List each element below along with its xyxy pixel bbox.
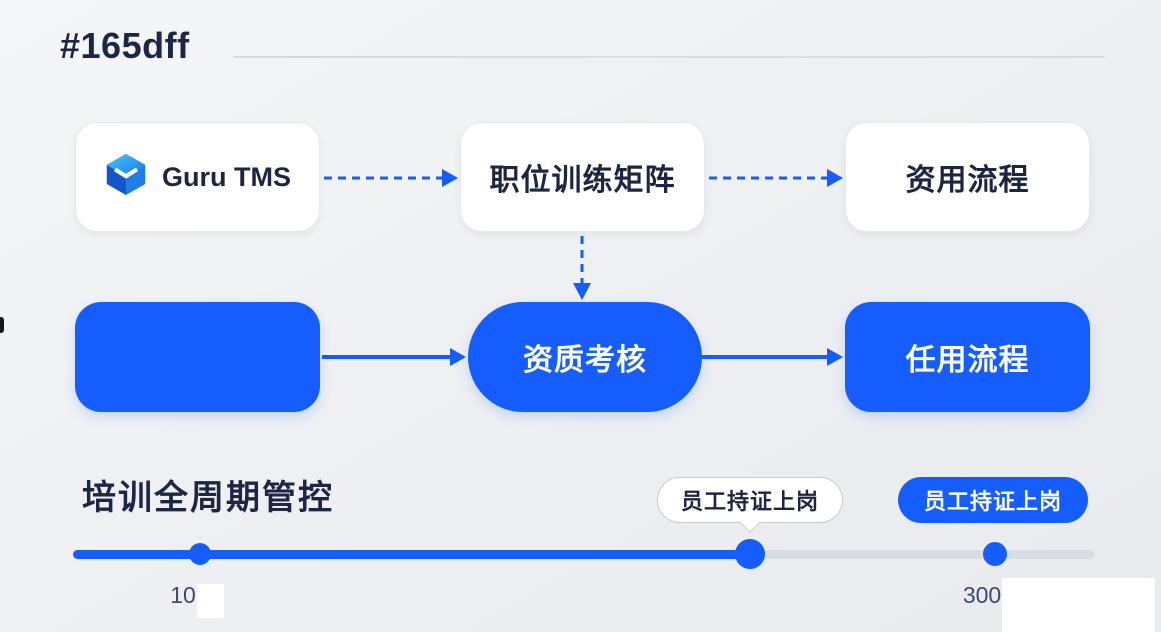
- arrow-matrix-down-to-assessment: [573, 236, 591, 300]
- guru-tms-label: Guru TMS: [162, 161, 291, 192]
- tooltip-tail: [740, 513, 760, 533]
- arrow-matrix-to-process: [709, 169, 843, 187]
- arrow-blank-to-assessment: [322, 348, 466, 366]
- flow-node-blank: [75, 302, 320, 412]
- flow-node-qualification-flow: 资用流程: [845, 122, 1090, 232]
- certified-badge: 员工持证上岗: [898, 477, 1088, 523]
- slider-handle-current[interactable]: [735, 539, 765, 569]
- cube-logo-icon: [104, 151, 148, 203]
- appointment-label: 任用流程: [905, 344, 1030, 377]
- page-title: #165dff: [60, 25, 190, 66]
- qualification-flow-label: 资用流程: [905, 164, 1030, 197]
- arrow-guru-to-matrix: [324, 169, 458, 187]
- slider-max-value: 300: [962, 582, 1002, 608]
- slider-tooltip-label: 员工持证上岗: [680, 489, 819, 514]
- slider-min-value: 10: [170, 582, 196, 608]
- certified-badge-label: 员工持证上岗: [923, 489, 1062, 514]
- flow-node-training-matrix: 职位训练矩阵: [460, 122, 705, 232]
- title-divider: [233, 56, 1105, 58]
- arrow-assessment-to-appointment: [702, 348, 843, 366]
- slider-handle-min[interactable]: [189, 543, 211, 565]
- mask-patch-left: [197, 584, 224, 618]
- edge-artifact: [0, 317, 4, 333]
- assessment-label: 资质考核: [523, 344, 647, 377]
- section-title: 培训全周期管控: [82, 479, 334, 517]
- flow-node-appointment: 任用流程: [845, 302, 1090, 412]
- slider-fill: [73, 550, 750, 559]
- flow-node-assessment: 资质考核: [468, 302, 702, 412]
- mask-patch-right: [1002, 578, 1155, 632]
- slider-tooltip: 员工持证上岗: [657, 477, 843, 533]
- slider-track[interactable]: [73, 550, 1095, 559]
- training-matrix-label: 职位训练矩阵: [489, 164, 676, 197]
- slider-handle-max[interactable]: [983, 542, 1007, 566]
- flow-node-guru-tms: Guru TMS: [75, 122, 320, 232]
